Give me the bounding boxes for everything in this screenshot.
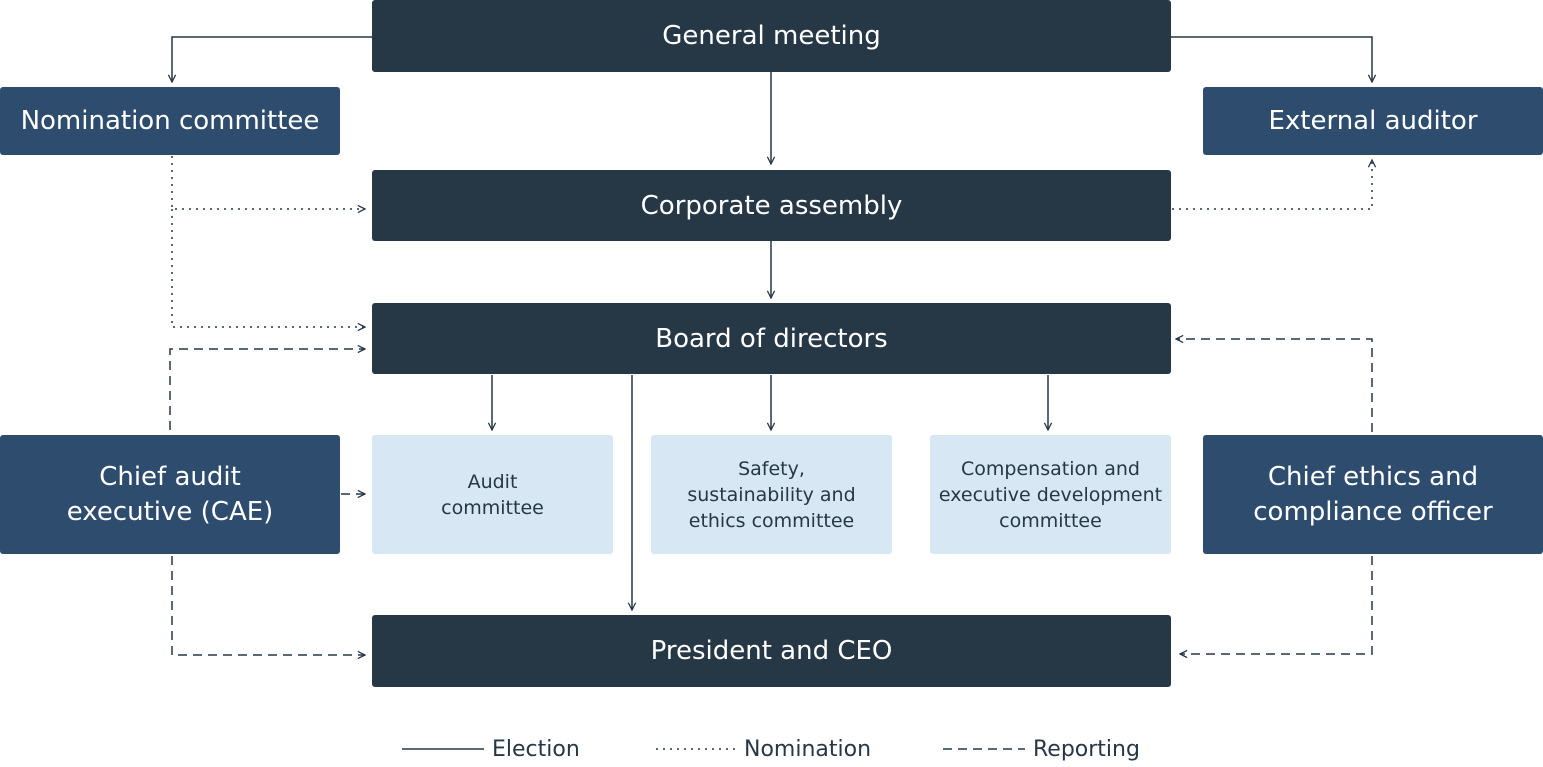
safety-committee-label: Safety, sustainability and ethics commit… [687, 457, 856, 532]
compensation-committee-box: Compensation and executive development c… [930, 435, 1171, 554]
audit-committee-box: Audit committee [372, 435, 613, 554]
president-ceo-label: President and CEO [650, 636, 893, 666]
external-auditor-label: External auditor [1268, 105, 1478, 136]
general-meeting-box: General meeting [372, 0, 1171, 72]
nomination-committee-box: Nomination committee [0, 87, 340, 155]
chief-audit-executive-box: Chief audit executive (CAE) [0, 435, 340, 554]
chief-ethics-officer-box: Chief ethics and compliance officer [1203, 435, 1543, 554]
legend-reporting-label: Reporting [1033, 736, 1140, 762]
chief-audit-executive-label: Chief audit executive (CAE) [66, 461, 274, 527]
reporting-cae-to-ceo [171, 556, 365, 655]
legend-election: Election [402, 732, 580, 766]
external-auditor-box: External auditor [1203, 87, 1543, 155]
reporting-ethics-to-ceo [1180, 556, 1373, 654]
corporate-assembly-box: Corporate assembly [372, 170, 1171, 241]
nomination-committee-label: Nomination committee [20, 105, 320, 136]
legend-election-line [402, 748, 484, 750]
legend: Election Nomination Reporting [0, 732, 1543, 766]
legend-reporting-line [943, 748, 1025, 750]
board-of-directors-label: Board of directors [655, 323, 888, 354]
chief-ethics-officer-label: Chief ethics and compliance officer [1253, 461, 1493, 527]
president-ceo-box: President and CEO [372, 615, 1171, 687]
board-of-directors-box: Board of directors [372, 303, 1171, 374]
election-gm-to-auditor [1170, 36, 1372, 82]
safety-committee-box: Safety, sustainability and ethics commit… [651, 435, 892, 554]
election-gm-to-nomination [172, 36, 372, 82]
compensation-committee-label: Compensation and executive development c… [938, 457, 1163, 532]
legend-reporting: Reporting [943, 732, 1140, 766]
legend-nomination-line [656, 748, 736, 750]
legend-election-label: Election [492, 736, 580, 762]
corporate-assembly-label: Corporate assembly [640, 190, 903, 221]
legend-nomination: Nomination [656, 732, 871, 766]
general-meeting-label: General meeting [662, 21, 881, 51]
reporting-ethics-to-board [1176, 339, 1373, 432]
nomination-to-board [171, 209, 365, 327]
legend-nomination-label: Nomination [744, 736, 872, 762]
nomination-assembly-to-auditor [1172, 160, 1372, 210]
audit-committee-label: Audit committee [441, 470, 544, 519]
reporting-cae-to-board [169, 349, 365, 430]
nomination-to-assembly [171, 156, 365, 209]
